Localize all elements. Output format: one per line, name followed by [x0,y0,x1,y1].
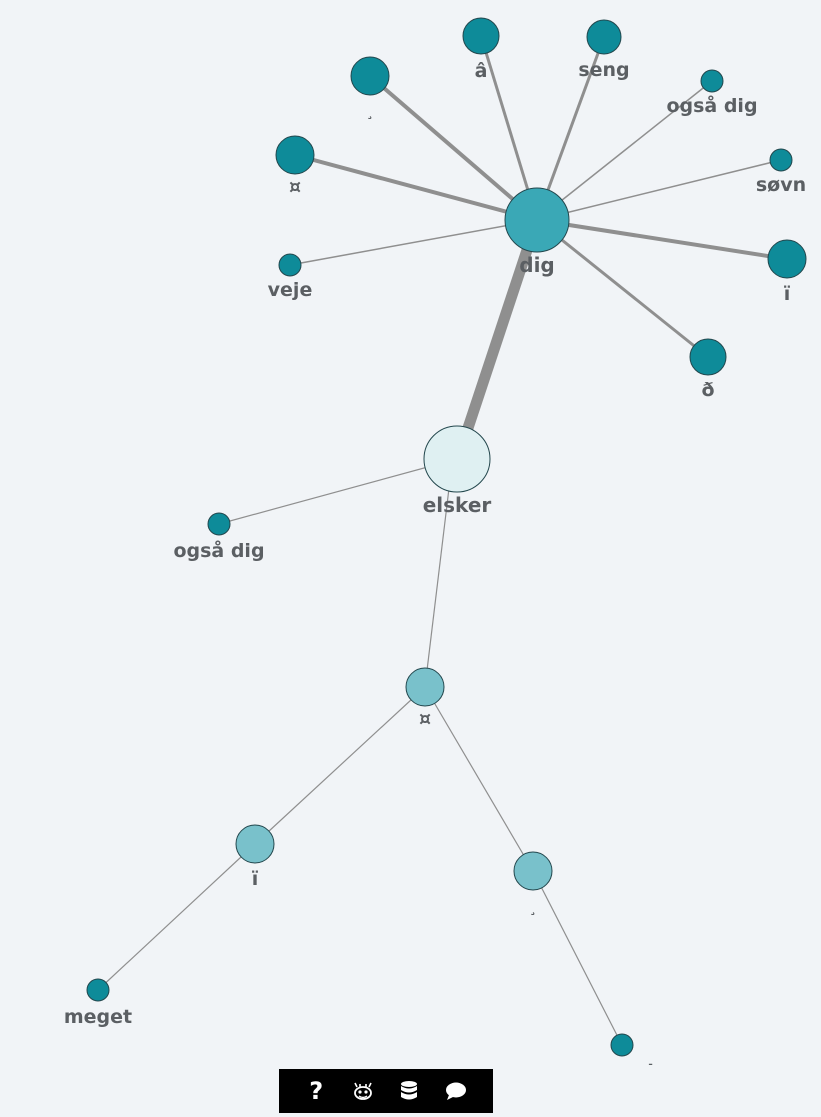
node-ogsaa-dig-left[interactable] [207,512,231,536]
edge-dig-i-uml [536,218,788,261]
edge-elsker-currency [424,479,451,688]
node-meget-right[interactable] [610,1033,634,1057]
label-cedilla-mid: ¸ [530,900,537,916]
label-veje: veje [268,279,313,301]
edge-dig-elsker [460,218,543,436]
edge-currency-i-uml [254,686,426,845]
label-ogsaa-dig-left: også dig [173,538,264,562]
mascot-icon [353,1082,372,1100]
node-elsker[interactable] [423,425,491,493]
edge-dig-sovn [536,159,782,221]
bottom-toolbar: ? [279,1069,493,1113]
label-meget-left: meget [64,1006,132,1028]
label-cedilla-top: ¸ [367,104,374,120]
label-currency-mid: ¤ [419,708,431,730]
help-button[interactable]: ? [300,1075,332,1107]
edge-i-uml-meget [97,843,256,991]
edge-cedilla-meget [532,870,623,1046]
edge-dig-cedilla [368,74,539,222]
node-i-uml-top[interactable] [767,239,807,279]
comment-icon [445,1082,466,1100]
node-currency-top[interactable] [275,135,315,175]
edge-elsker-ogsaa [218,458,458,525]
node-dig[interactable] [504,187,570,253]
edge-dig-veje [289,219,538,266]
node-i-uml-mid[interactable] [235,824,275,864]
mascot-button[interactable] [347,1075,379,1107]
edge-dig-currency [294,153,538,222]
edges [97,35,788,1046]
label-seng: seng [578,59,629,81]
node-veje[interactable] [278,253,302,277]
label-dig: dig [519,253,555,277]
database-icon [401,1081,418,1100]
edge-dig-eth [536,218,709,359]
label-a-circ: â [475,60,488,82]
node-a-circ[interactable] [462,17,500,55]
network-graph: â seng ¸ også dig ¤ søvn veje ï ð dig el… [64,17,807,1065]
edge-currency-cedilla [424,686,534,872]
label-sovn: søvn [756,174,806,196]
label-meget-right: meget [588,1060,656,1065]
help-icon: ? [309,1077,324,1105]
node-sovn[interactable] [769,148,793,172]
label-i-uml-mid: ï [252,868,259,890]
nodes[interactable] [86,17,807,1057]
edge-dig-ogsaa [536,80,713,221]
label-eth: ð [701,379,714,401]
label-ogsaa-dig-top: også dig [666,93,757,117]
node-ogsaa-dig-top[interactable] [700,69,724,93]
label-currency-top: ¤ [289,176,301,198]
node-cedilla-mid[interactable] [513,851,553,891]
node-cedilla-top[interactable] [350,56,390,96]
node-eth[interactable] [689,338,727,376]
comment-button[interactable] [440,1075,472,1107]
label-i-uml-top: ï [784,283,791,305]
node-meget-left[interactable] [86,978,110,1002]
label-elsker: elsker [423,493,492,517]
node-currency-mid[interactable] [405,667,445,707]
database-button[interactable] [393,1075,425,1107]
labels: â seng ¸ også dig ¤ søvn veje ï ð dig el… [64,59,806,1065]
node-seng[interactable] [586,19,622,55]
